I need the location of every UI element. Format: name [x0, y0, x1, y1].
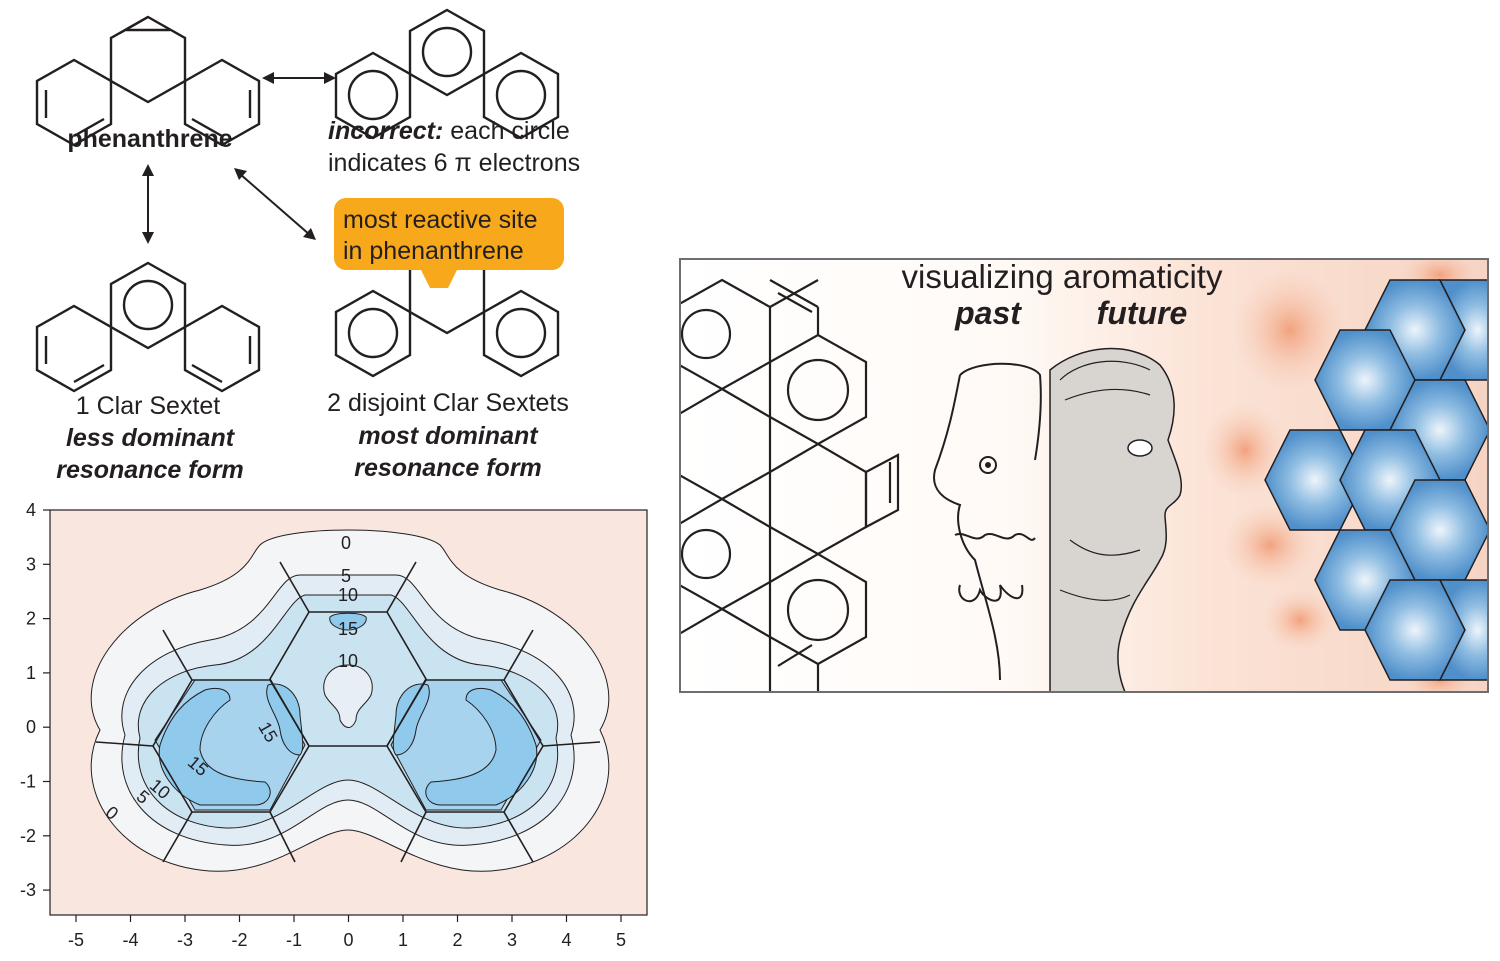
banner-future-label: future: [1097, 295, 1188, 331]
x-tick-label: 3: [507, 930, 517, 950]
incorrect-rest: each circle: [443, 117, 569, 145]
past-face-sketch: [933, 362, 1042, 681]
one-clar-label: 1 Clar Sextet: [76, 392, 221, 420]
incorrect-line-1: incorrect: each circle: [328, 117, 570, 145]
most-dominant-line-2: resonance form: [354, 454, 542, 482]
incorrect-bold: incorrect:: [328, 117, 443, 145]
callout-line-1: most reactive site: [343, 206, 538, 234]
most-dominant-line-1: most dominant: [358, 422, 539, 450]
less-dominant-line-2: resonance form: [56, 456, 244, 484]
contour-label: 10: [338, 585, 358, 605]
x-tick-label: 0: [343, 930, 353, 950]
orange-density-blob: [1265, 590, 1335, 650]
two-clar-label: 2 disjoint Clar Sextets: [327, 389, 569, 417]
x-tick-label: 5: [616, 930, 626, 950]
x-tick-label: 4: [561, 930, 571, 950]
contour-label: 15: [338, 619, 358, 639]
y-tick-label: 4: [26, 500, 36, 520]
y-tick-label: 2: [26, 609, 36, 629]
x-axis: -5 -4 -3 -2 -1 0 1 2 3 4 5: [68, 915, 626, 950]
reactive-site-callout: most reactive site in phenanthrene: [334, 198, 564, 288]
x-tick-label: -3: [177, 930, 193, 950]
x-tick-label: -4: [122, 930, 138, 950]
x-tick-label: 2: [452, 930, 462, 950]
y-tick-label: 0: [26, 717, 36, 737]
banner-past-label: past: [954, 295, 1022, 331]
contour-label: 5: [341, 566, 351, 586]
orange-density-blob: [1235, 270, 1345, 390]
x-tick-label: -2: [231, 930, 247, 950]
y-tick-label: 1: [26, 663, 36, 683]
incorrect-line-2: indicates 6 π electrons: [328, 149, 580, 177]
future-face-engraving: [1049, 347, 1182, 692]
y-tick-label: 3: [26, 554, 36, 574]
blue-density-hex: [1438, 579, 1488, 681]
one-clar-sextet-structure: [35, 261, 261, 393]
contour-label: 0: [341, 533, 351, 553]
phenanthrene-circles-structure: [334, 8, 560, 140]
less-dominant-line-1: less dominant: [66, 424, 236, 452]
contour-label: 10: [338, 651, 358, 671]
y-tick-label: -2: [20, 826, 36, 846]
phenanthrene-label: phenanthrene: [67, 125, 232, 153]
phenanthrene-kekule-structure: [35, 15, 261, 147]
skeleton-overlay: [95, 561, 601, 863]
x-tick-label: -1: [286, 930, 302, 950]
orange-density-blob: [1205, 405, 1285, 495]
y-tick-label: -3: [20, 880, 36, 900]
y-tick-label: -1: [20, 772, 36, 792]
y-axis: 4 3 2 1 0 -1 -2 -3: [20, 500, 50, 900]
blue-density-hex: [1438, 279, 1488, 381]
x-tick-label: 1: [398, 930, 408, 950]
x-tick-label: -5: [68, 930, 84, 950]
callout-line-2: in phenanthrene: [343, 237, 524, 265]
pah-lattice: [680, 278, 900, 692]
banner-title: visualizing aromaticity: [902, 258, 1223, 295]
resonance-arrows: [142, 72, 336, 244]
aromaticity-banner: visualizing aromaticity past future: [679, 258, 1489, 693]
